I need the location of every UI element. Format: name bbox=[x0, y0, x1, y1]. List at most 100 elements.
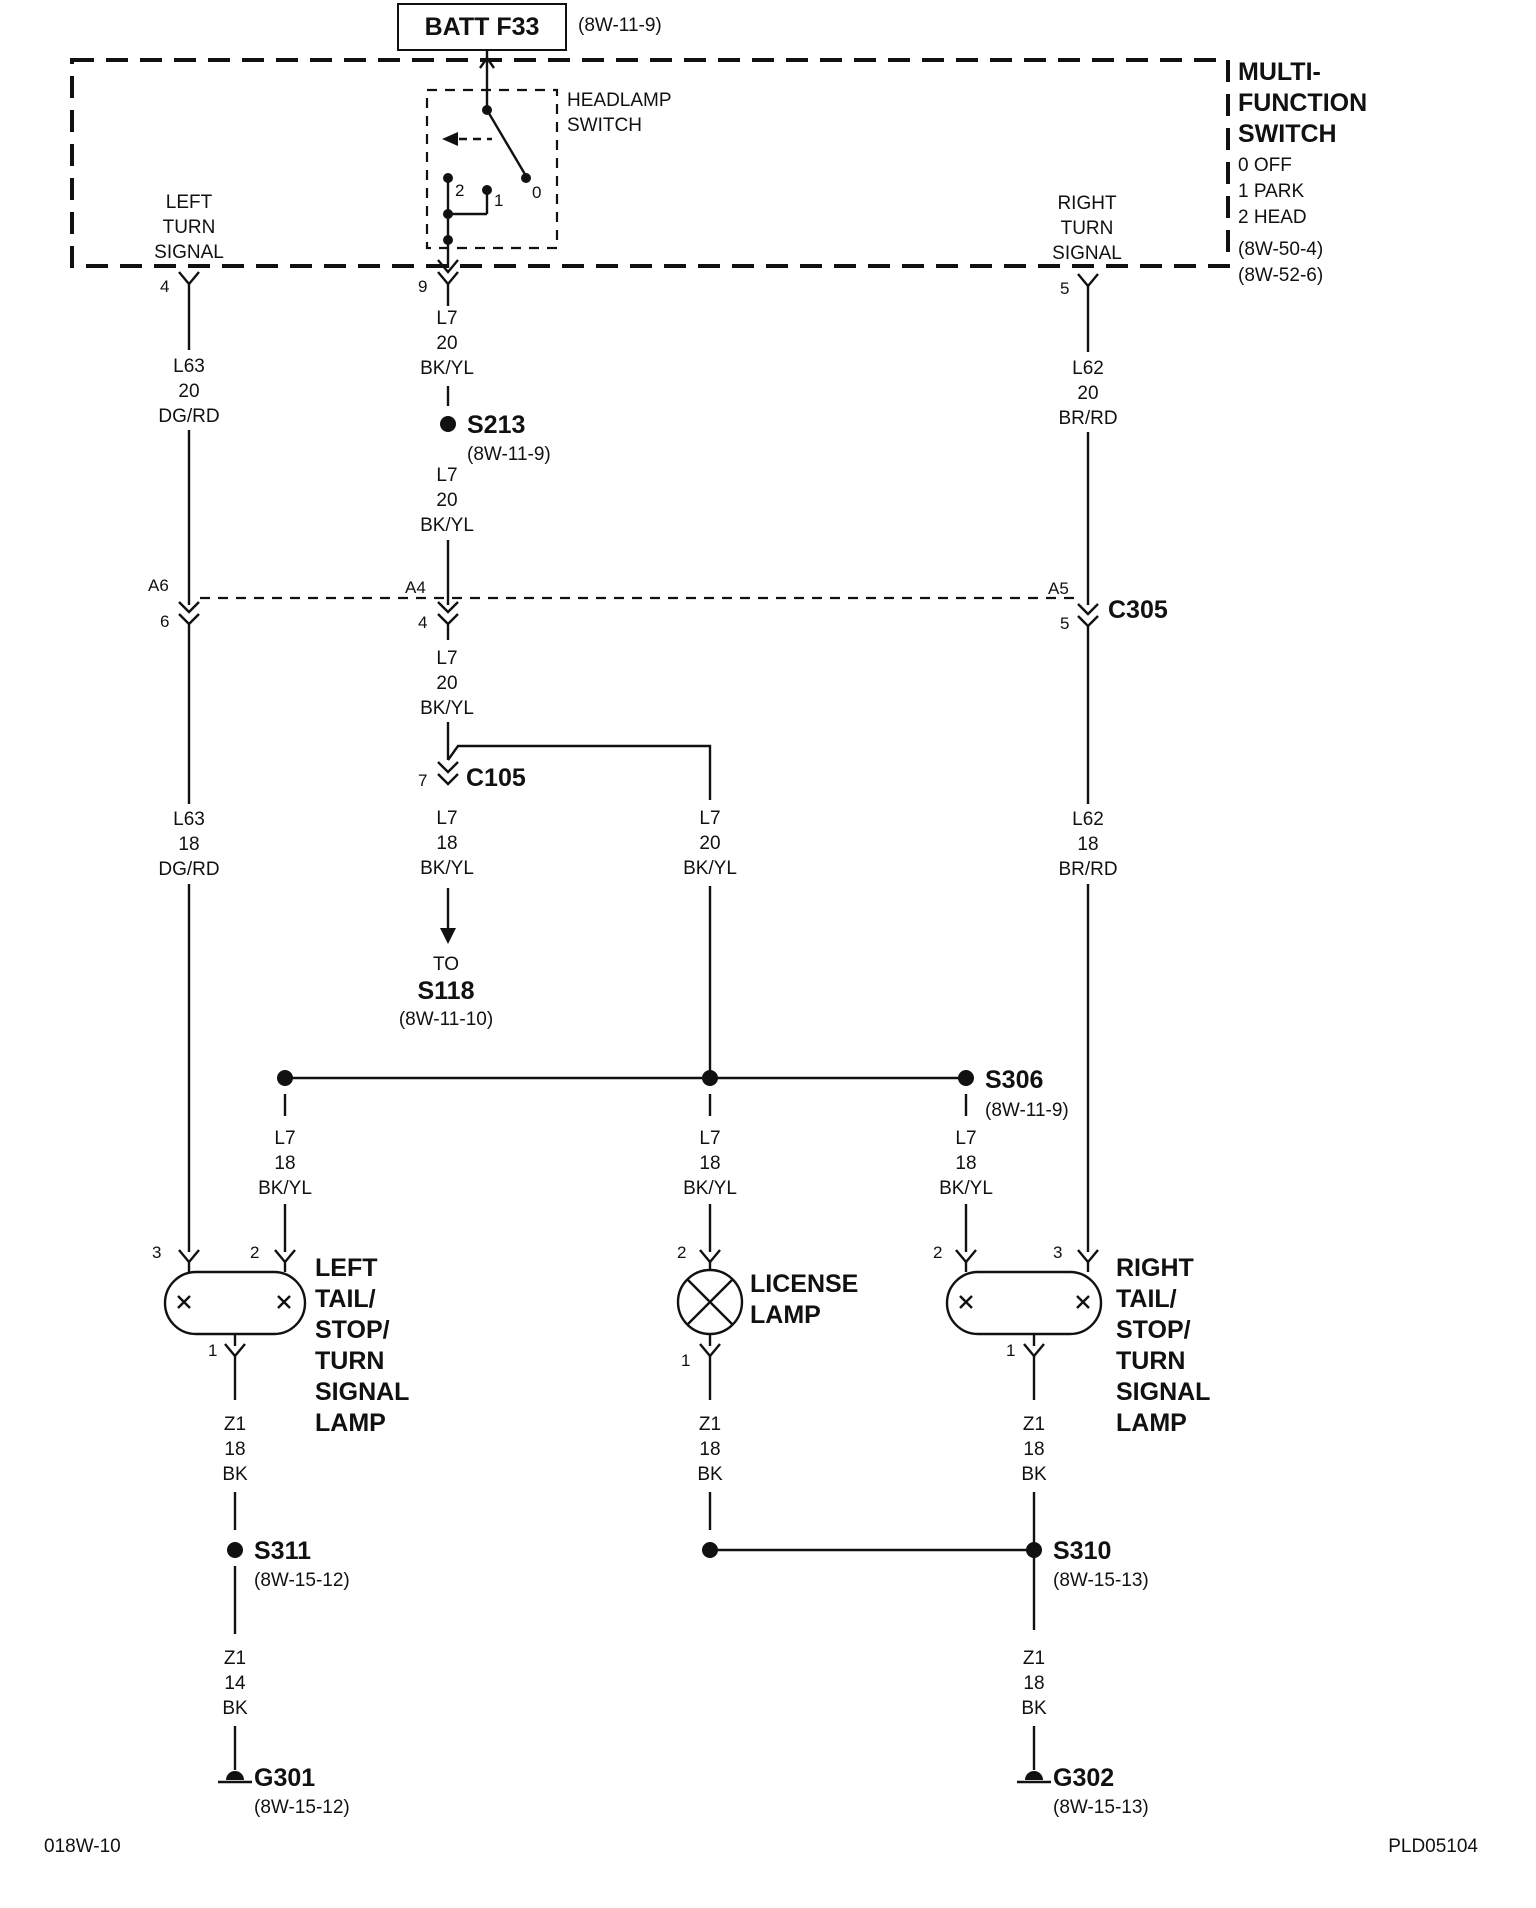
wire-code: Z1 bbox=[699, 1414, 721, 1435]
wire-gauge: 14 bbox=[224, 1673, 246, 1694]
batt-fuse-label: BATT F33 bbox=[425, 13, 540, 41]
right-lamp-pin-2: 2 bbox=[933, 1243, 942, 1262]
wire-l62-20-color: BR/RD bbox=[1058, 408, 1117, 429]
headlamp-switch-label-1: HEADLAMP bbox=[567, 90, 672, 111]
wire-l63-20-color: DG/RD bbox=[158, 406, 219, 427]
splice-s311: S311 (8W-15-12) bbox=[227, 1537, 350, 1591]
s310-label: S310 bbox=[1053, 1537, 1111, 1565]
headlamp-output-pin: 9 bbox=[418, 277, 427, 296]
left-turn-pin: 4 bbox=[160, 277, 169, 296]
s311-ref: (8W-15-12) bbox=[254, 1570, 350, 1591]
left-lamp-pin-3: 3 bbox=[152, 1243, 161, 1262]
wire-code: Z1 bbox=[1023, 1648, 1045, 1669]
wire-color: BR/RD bbox=[1058, 859, 1117, 880]
wire-color: BK bbox=[1021, 1464, 1047, 1485]
left-lamp-line-6: LAMP bbox=[315, 1409, 386, 1437]
wire-l7-20-after-c305: L7 20 BK/YL bbox=[420, 648, 474, 719]
to-s118-to: TO bbox=[433, 954, 459, 975]
wire-l7-18-right: L7 18 BK/YL bbox=[939, 1128, 993, 1199]
wire-gauge: 20 bbox=[436, 333, 457, 354]
s213-ref: (8W-11-9) bbox=[467, 444, 551, 465]
to-s118-label: S118 bbox=[417, 977, 474, 1005]
left-lamp-line-4: TURN bbox=[315, 1347, 384, 1375]
wire-gauge: 20 bbox=[699, 833, 720, 854]
wire-z1-14-left: Z1 14 BK bbox=[222, 1648, 248, 1719]
wire-gauge: 18 bbox=[436, 833, 457, 854]
wire-code: L7 bbox=[436, 648, 457, 669]
headlamp-pos-1: 1 bbox=[494, 191, 503, 210]
wire-code: L7 bbox=[436, 465, 457, 486]
to-s118: TO S118 (8W-11-10) bbox=[399, 954, 493, 1030]
g301-label: G301 bbox=[254, 1764, 315, 1792]
wire-code: L7 bbox=[955, 1128, 976, 1149]
right-tail-stop-turn-lamp: 2 3 1 RIGHT TAIL/ STOP/ TURN SIGNAL LAMP bbox=[933, 1243, 1210, 1437]
wire-code: L7 bbox=[699, 1128, 720, 1149]
wire-l7-20-top: L7 20 BK/YL bbox=[420, 308, 474, 379]
c305-pin-6: 6 bbox=[160, 612, 169, 631]
wire-gauge: 18 bbox=[224, 1439, 245, 1460]
mfs-position-park: 1 PARK bbox=[1238, 181, 1305, 202]
batt-fuse: BATT F33 (8W-11-9) bbox=[397, 3, 662, 51]
wire-code: L7 bbox=[274, 1128, 295, 1149]
ground-g302: G302 (8W-15-13) bbox=[1017, 1764, 1149, 1818]
mfs-ref-2: (8W-52-6) bbox=[1238, 265, 1323, 286]
bus-splice-left bbox=[277, 1070, 293, 1086]
c305-pin-a6: A6 bbox=[148, 576, 169, 595]
splice-s310: S310 (8W-15-13) bbox=[1026, 1537, 1149, 1591]
wire-gauge: 18 bbox=[699, 1439, 720, 1460]
wire-color: BK bbox=[697, 1464, 723, 1485]
g301-ref: (8W-15-12) bbox=[254, 1797, 350, 1818]
ground-bus-splice bbox=[702, 1542, 718, 1558]
wire-color: BK/YL bbox=[420, 858, 474, 879]
license-lamp-line-2: LAMP bbox=[750, 1301, 821, 1329]
left-lamp-line-3: STOP/ bbox=[315, 1316, 390, 1344]
wire-l7-20-mid: L7 20 BK/YL bbox=[420, 465, 474, 536]
wire-gauge: 18 bbox=[1023, 1439, 1044, 1460]
wire-color: BK bbox=[222, 1698, 248, 1719]
c305-pin-a4: A4 bbox=[405, 578, 426, 597]
mfs-position-head: 2 HEAD bbox=[1238, 207, 1307, 228]
batt-fuse-ref: (8W-11-9) bbox=[578, 15, 662, 36]
wire-color: BK/YL bbox=[420, 358, 474, 379]
wire-code: L63 bbox=[173, 809, 205, 830]
mfs-position-off: 0 OFF bbox=[1238, 155, 1292, 176]
wire-gauge: 18 bbox=[955, 1153, 976, 1174]
left-lamp-pin-2: 2 bbox=[250, 1243, 259, 1262]
connector-c105: 7 C105 bbox=[418, 744, 712, 800]
license-lamp: 2 1 LICENSE LAMP bbox=[676, 1243, 858, 1370]
wire-z1-18-right-lower: Z1 18 BK bbox=[1021, 1648, 1047, 1719]
wire-gauge: 20 bbox=[436, 490, 457, 511]
right-turn-signal-line-3: SIGNAL bbox=[1052, 243, 1122, 264]
wire-l7-18-to-s118: L7 18 BK/YL bbox=[420, 808, 474, 879]
left-tail-stop-turn-lamp: 3 2 1 LEFT TAIL/ STOP/ TURN SIGNAL LAMP bbox=[152, 1243, 409, 1437]
wire-z1-18-right: Z1 18 BK bbox=[1021, 1414, 1047, 1485]
wire-color: BK bbox=[1021, 1698, 1047, 1719]
license-lamp-pin-1: 1 bbox=[681, 1351, 690, 1370]
right-lamp-line-1: RIGHT bbox=[1116, 1254, 1194, 1282]
wire-gauge: 18 bbox=[178, 834, 199, 855]
mfs-title-3: SWITCH bbox=[1238, 120, 1337, 148]
to-s118-ref: (8W-11-10) bbox=[399, 1009, 493, 1030]
right-lamp-line-3: STOP/ bbox=[1116, 1316, 1191, 1344]
wire-gauge: 18 bbox=[699, 1153, 720, 1174]
wire-color: DG/RD bbox=[158, 859, 219, 880]
mfs-title-2: FUNCTION bbox=[1238, 89, 1367, 117]
headlamp-switch-label-2: SWITCH bbox=[567, 115, 642, 136]
bus-splice-center bbox=[702, 1070, 718, 1086]
left-turn-signal-line-3: SIGNAL bbox=[154, 242, 224, 263]
s213-label: S213 bbox=[467, 411, 525, 439]
right-lamp-line-5: SIGNAL bbox=[1116, 1378, 1210, 1406]
license-lamp-line-1: LICENSE bbox=[750, 1270, 858, 1298]
license-lamp-pin-2: 2 bbox=[677, 1243, 686, 1262]
s306-label: S306 bbox=[985, 1066, 1043, 1094]
left-lamp-pin-1: 1 bbox=[208, 1341, 217, 1360]
wire-code: Z1 bbox=[224, 1414, 246, 1435]
c305-label: C305 bbox=[1108, 596, 1168, 624]
wire-color: BK/YL bbox=[258, 1178, 312, 1199]
g302-ref: (8W-15-13) bbox=[1053, 1797, 1149, 1818]
wire-color: BK/YL bbox=[939, 1178, 993, 1199]
multifunction-switch-label: MULTI- FUNCTION SWITCH 0 OFF 1 PARK 2 HE… bbox=[1238, 58, 1367, 286]
splice-s213: S213 (8W-11-9) bbox=[440, 411, 551, 465]
s310-ref: (8W-15-13) bbox=[1053, 1570, 1149, 1591]
right-turn-signal-label: RIGHT TURN SIGNAL bbox=[1052, 193, 1122, 264]
